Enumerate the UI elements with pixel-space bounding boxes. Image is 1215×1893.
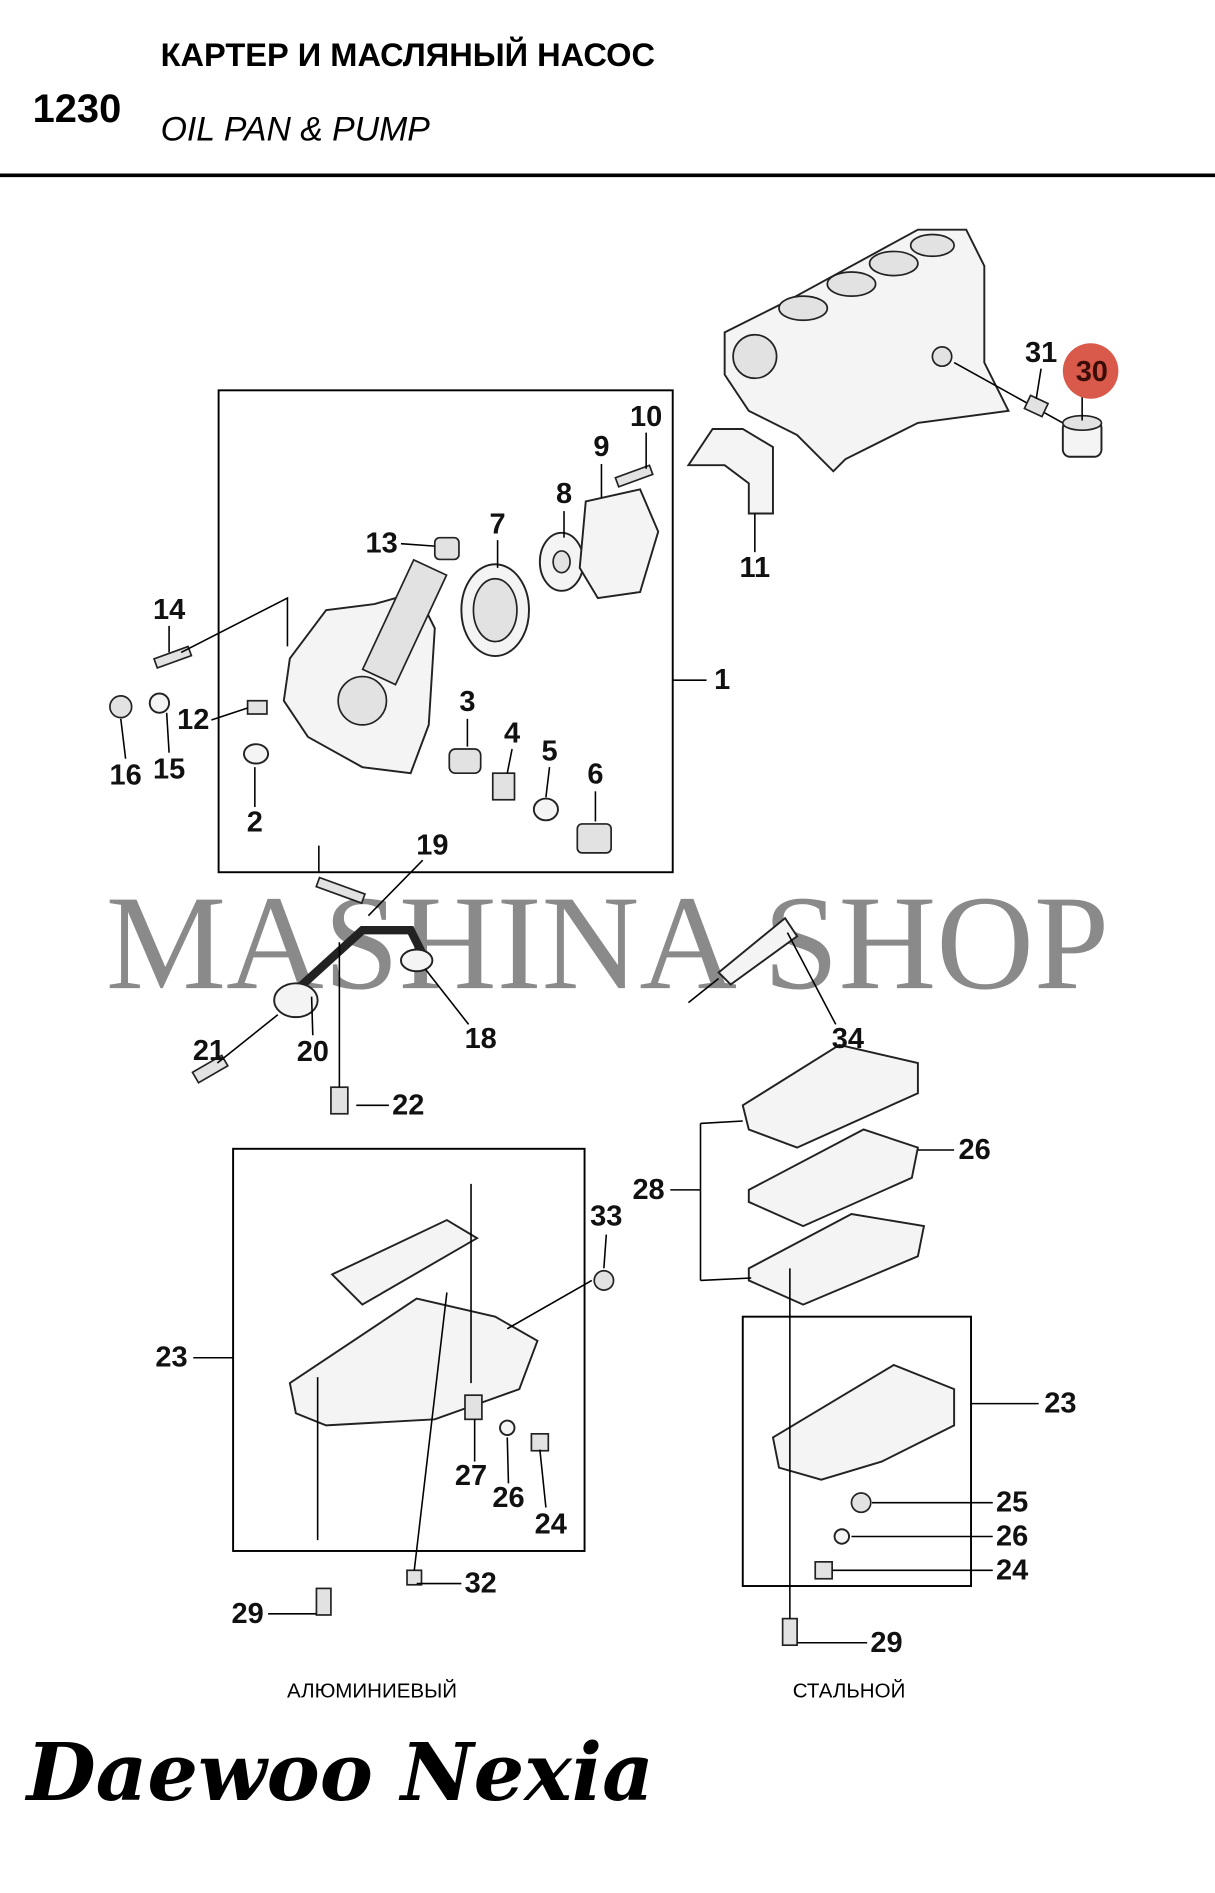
washer	[148, 692, 171, 714]
callout-1[interactable]: 1	[714, 664, 730, 696]
oil-pickup-tube	[273, 876, 434, 1019]
callout-19[interactable]: 19	[416, 830, 448, 862]
callout-22[interactable]: 22	[392, 1089, 424, 1121]
callout-8[interactable]: 8	[556, 478, 572, 510]
aluminum-pan-frame	[232, 1147, 586, 1552]
callout-10[interactable]: 10	[630, 401, 662, 433]
callout-13[interactable]: 13	[366, 528, 398, 560]
plug	[433, 536, 460, 561]
seal	[242, 743, 270, 765]
pump-gear	[538, 531, 585, 592]
drain-plug	[530, 1432, 550, 1452]
washer	[833, 1528, 851, 1545]
callout-18[interactable]: 18	[465, 1023, 497, 1055]
callout-23-aluminum[interactable]: 23	[155, 1342, 187, 1374]
bolt	[315, 1587, 332, 1616]
callout-labels: 1 2 3 4 5 6 7 8 9 10 11 12 13 14 15 16 1…	[109, 337, 1107, 1659]
drain-plug	[814, 1561, 833, 1580]
gasket-ring	[532, 797, 559, 822]
callout-32[interactable]: 32	[465, 1568, 497, 1600]
oil-pump-body	[282, 558, 448, 775]
steel-pan-frame	[741, 1315, 972, 1587]
callout-21[interactable]: 21	[193, 1035, 225, 1067]
plug	[464, 1394, 483, 1421]
title-russian: КАРТЕР И МАСЛЯНЫЙ НАСОС	[161, 35, 655, 73]
callout-27[interactable]: 27	[455, 1460, 487, 1492]
relief-valve	[448, 748, 482, 775]
washer	[499, 1419, 516, 1437]
bolt	[614, 464, 654, 488]
gasket-upper	[741, 1043, 919, 1149]
callout-29-aluminum[interactable]: 29	[231, 1598, 263, 1630]
callout-2[interactable]: 2	[247, 807, 263, 839]
caption-aluminum: АЛЮМИНИЕВЫЙ	[287, 1679, 457, 1703]
nut	[850, 1492, 872, 1514]
callout-26-aluminum[interactable]: 26	[492, 1482, 524, 1514]
callout-28[interactable]: 28	[632, 1174, 664, 1206]
callout-16[interactable]: 16	[109, 760, 141, 792]
bolt	[781, 1617, 798, 1647]
daewoo-nexia-logo: Daewoo Nexia	[25, 1725, 654, 1819]
pin	[246, 699, 268, 715]
callout-7[interactable]: 7	[490, 508, 506, 540]
spring	[491, 772, 516, 801]
callout-34[interactable]: 34	[832, 1023, 864, 1055]
gasket-lower	[747, 1213, 926, 1306]
section-number: 1230	[33, 87, 122, 131]
callout-11[interactable]: 11	[740, 552, 771, 584]
callout-33[interactable]: 33	[590, 1200, 622, 1232]
callout-20[interactable]: 20	[297, 1036, 329, 1068]
callout-26-baffle[interactable]: 26	[959, 1134, 991, 1166]
watermark: MASHINA SHOP	[106, 868, 1109, 1018]
caption-steel: СТАЛЬНОЙ	[793, 1679, 906, 1703]
title-english: OIL PAN & PUMP	[161, 110, 431, 148]
callout-23-steel[interactable]: 23	[1044, 1388, 1076, 1420]
plug	[593, 1269, 615, 1291]
oil-pump-assembly-frame	[217, 389, 674, 874]
callout-6[interactable]: 6	[587, 758, 603, 790]
callout-29-steel[interactable]: 29	[870, 1627, 902, 1659]
baffle-plate	[330, 1218, 479, 1306]
callout-25[interactable]: 25	[996, 1487, 1028, 1519]
engine-block	[686, 228, 1010, 515]
pump-cover	[578, 488, 660, 600]
callout-4[interactable]: 4	[504, 717, 520, 749]
oil-filter	[1061, 414, 1103, 458]
plug-bolt	[576, 823, 612, 854]
nut	[406, 1569, 423, 1586]
aluminum-oil-pan	[288, 1297, 539, 1427]
callout-12[interactable]: 12	[177, 704, 209, 736]
callout-31[interactable]: 31	[1025, 337, 1057, 369]
steel-oil-pan	[771, 1363, 956, 1481]
leader-lines	[119, 368, 1083, 1644]
callout-14[interactable]: 14	[153, 594, 185, 626]
callout-26-steel[interactable]: 26	[996, 1520, 1028, 1552]
callout-9[interactable]: 9	[593, 431, 609, 463]
callout-24-aluminum[interactable]: 24	[535, 1508, 567, 1540]
sealant-tube	[687, 916, 799, 1004]
baffle	[747, 1128, 920, 1228]
callout-15[interactable]: 15	[153, 754, 185, 786]
callout-30[interactable]: 30	[1076, 356, 1108, 388]
plug	[109, 695, 133, 719]
oil-filter-adapter	[953, 361, 1064, 424]
pump-rotor-ring	[460, 563, 530, 658]
callout-24-steel[interactable]: 24	[996, 1554, 1028, 1586]
bolt	[330, 1086, 349, 1115]
highlight-marker	[1062, 343, 1119, 399]
callout-5[interactable]: 5	[541, 735, 557, 767]
callout-3[interactable]: 3	[459, 686, 475, 718]
